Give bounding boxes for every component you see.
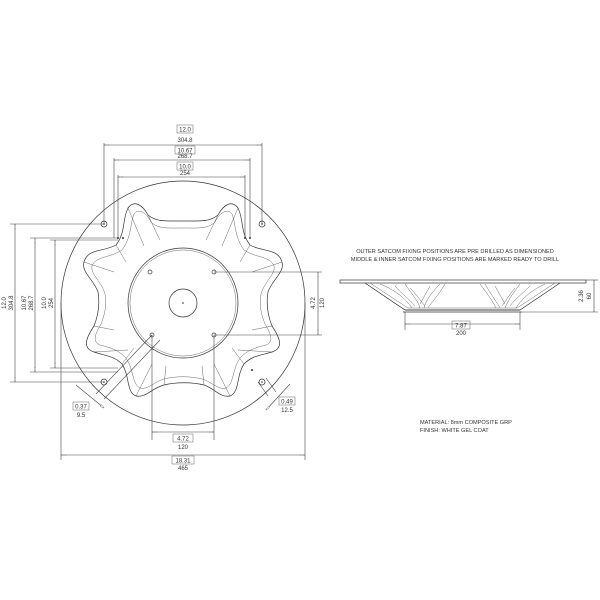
hole-callout-left: 0.37 9.5 bbox=[72, 334, 161, 419]
dim-right-inch: 4.72 bbox=[311, 297, 317, 309]
notes-block: OUTER SATCOM FIXING POSITIONS ARE PRE DR… bbox=[351, 249, 559, 434]
top-plate bbox=[339, 279, 587, 284]
center-hub bbox=[168, 288, 198, 318]
overall-dimension: 18.31 465 bbox=[61, 303, 305, 472]
dim-overall-inch: 18.31 bbox=[175, 459, 191, 465]
dim-hole-left-inch: 0.37 bbox=[75, 405, 87, 411]
dim-hole-right-inch: 0.49 bbox=[281, 400, 293, 406]
dim-left-1-mm: 304.8 bbox=[9, 295, 15, 311]
hole-callout-right: 0.49 12.5 bbox=[257, 377, 296, 414]
side-lobe-right bbox=[479, 283, 546, 309]
dim-left-2-mm: 268.7 bbox=[29, 295, 35, 311]
outer-hole-br bbox=[258, 378, 266, 386]
rib-structure bbox=[83, 203, 283, 397]
note-middle-inner-fixing: MIDDLE & INNER SATCOM FIXING POSITIONS A… bbox=[351, 257, 559, 263]
inner-mark-tl bbox=[147, 269, 153, 275]
dim-bottom-inner-inch: 4.72 bbox=[177, 437, 189, 443]
center-point bbox=[182, 302, 184, 304]
dim-left-2-inch: 10.67 bbox=[22, 295, 28, 311]
inner-ring-inner bbox=[129, 249, 237, 357]
note-finish: FINISH: WHITE GEL COAT bbox=[420, 428, 489, 434]
middle-mark-br bbox=[251, 369, 253, 371]
dim-side-height-inch: 2.36 bbox=[579, 290, 585, 302]
right-dimension: 4.72 120 bbox=[214, 272, 326, 335]
dim-right-mm: 120 bbox=[320, 297, 326, 308]
dim-top-3-mm: 254 bbox=[180, 171, 191, 177]
dim-side-height-mm: 60 bbox=[587, 292, 593, 299]
bottom-inner-dimension: 4.72 120 bbox=[152, 335, 214, 451]
dim-left-3-inch: 10.0 bbox=[42, 297, 48, 309]
dim-side-base-mm: 200 bbox=[456, 331, 467, 337]
dim-overall-mm: 465 bbox=[178, 466, 189, 472]
dim-left-3-mm: 254 bbox=[49, 297, 55, 308]
dim-hole-right-mm: 12.5 bbox=[281, 408, 293, 414]
note-outer-fixing: OUTER SATCOM FIXING POSITIONS ARE PRE DR… bbox=[356, 249, 554, 255]
dim-top-2-mm: 268.7 bbox=[177, 154, 193, 160]
inner-ring-outer bbox=[127, 247, 239, 359]
plan-view: 12.0 304.8 10.67 268.7 10.0 254 12.0 304 bbox=[2, 124, 326, 472]
dim-side-base-inch: 7.87 bbox=[455, 324, 467, 330]
dim-hole-left-mm: 9.5 bbox=[77, 413, 86, 419]
dim-bottom-inner-mm: 120 bbox=[178, 445, 189, 451]
side-view: 7.87 200 2.36 60 bbox=[339, 279, 598, 337]
dim-top-3-inch: 10.0 bbox=[179, 165, 191, 171]
left-dimensions: 12.0 304.8 10.67 268.7 10.0 254 bbox=[2, 224, 118, 382]
note-material: MATERIAL: 8mm COMPOSITE GRP bbox=[420, 420, 512, 426]
dim-left-1-inch: 12.0 bbox=[2, 297, 8, 309]
side-lobe-left bbox=[379, 283, 446, 309]
top-dimensions: 12.0 304.8 10.67 268.7 10.0 254 bbox=[104, 124, 262, 238]
dim-top-2-inch: 10.67 bbox=[177, 149, 193, 155]
dim-top-1-inch: 12.0 bbox=[179, 128, 191, 134]
dim-top-1-mm: 304.8 bbox=[177, 138, 193, 144]
